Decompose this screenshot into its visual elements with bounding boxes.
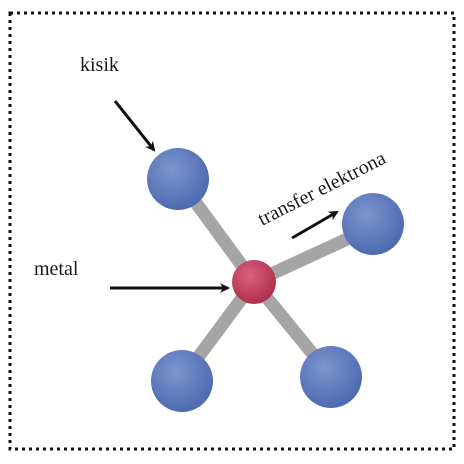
metal-center: [232, 260, 276, 304]
lattice-node-lower-left: [151, 350, 213, 412]
arrows: [110, 100, 339, 293]
label-lattice: kisik: [80, 54, 119, 76]
dotted-border: [8, 11, 456, 451]
lattice-node-upper-right: [342, 193, 404, 255]
lattice-node-lower-right: [300, 346, 362, 408]
arrow-electron-transfer: [291, 210, 339, 240]
arrow-lattice: [113, 100, 156, 152]
label-metal: metal: [34, 258, 79, 280]
lattice-node-upper-left: [147, 148, 209, 210]
lattice-nodes: [147, 148, 404, 412]
